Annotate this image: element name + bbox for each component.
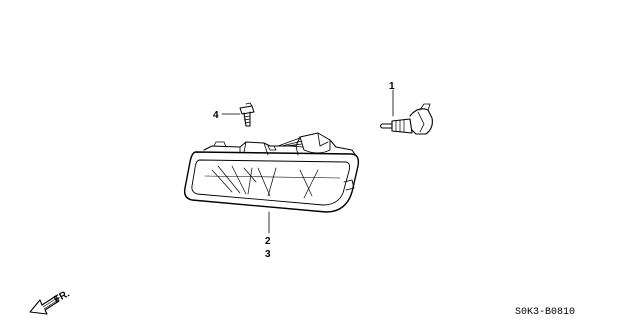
front-arrow-icon [29, 295, 60, 315]
diagram-code: S0K3-B0810 [515, 307, 575, 318]
direction-label: FR. [52, 288, 72, 305]
mounting-screw [239, 102, 255, 127]
callout-1: 1 [389, 81, 395, 92]
callout-4: 4 [213, 110, 219, 121]
callout-3: 3 [265, 249, 271, 260]
leader-lines [221, 89, 394, 234]
fog-light-housing [183, 132, 360, 213]
callout-2: 2 [265, 236, 271, 247]
front-direction-indicator: FR. [29, 288, 72, 315]
fog-light-bulb [380, 103, 433, 135]
